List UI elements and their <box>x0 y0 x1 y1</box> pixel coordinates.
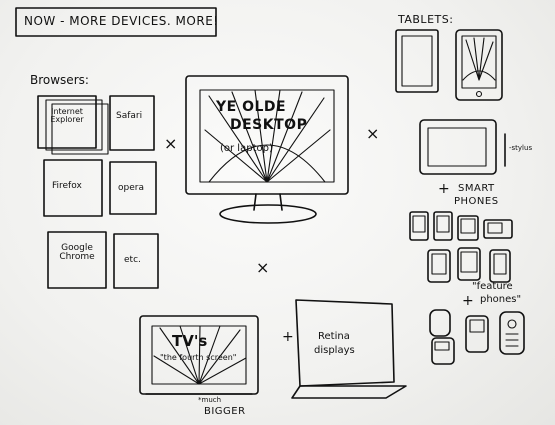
desktop-monitor <box>185 75 349 224</box>
smartphones-label-line1: SMART <box>458 183 495 194</box>
page-title: NOW - MORE DEVICES. MORE! <box>24 14 219 28</box>
tv-subtitle: "the fourth screen" <box>160 353 237 362</box>
ie-box-back1 <box>45 99 103 151</box>
plus-operator-3: + <box>462 293 474 309</box>
plus-operator-2: + <box>282 329 294 345</box>
ie-box-back2 <box>51 103 109 155</box>
tv-note-line2: BIGGER <box>204 406 246 417</box>
plus-operator-1: + <box>438 181 450 197</box>
tablets <box>395 29 506 175</box>
feature-phones-label-line2: phones" <box>480 294 522 305</box>
retina-label-line2: displays <box>314 345 355 356</box>
tablets-heading: TABLETS: <box>398 13 454 26</box>
retina-label-line1: Retina <box>318 331 350 342</box>
tablet-3 <box>419 119 497 175</box>
title-box <box>15 7 217 37</box>
tablet-2 <box>455 29 503 101</box>
laptop <box>291 299 407 399</box>
tv-title: TV's <box>172 332 208 350</box>
stylus-label: -stylus <box>509 144 533 152</box>
feature-phones <box>429 309 525 365</box>
chrome-box <box>47 231 107 289</box>
ie-box <box>37 95 97 149</box>
safari-box <box>109 95 155 151</box>
tablet-1 <box>395 29 439 93</box>
firefox-box <box>43 159 103 217</box>
browser-label-chrome: Google Chrome <box>59 243 95 263</box>
tv <box>139 315 259 395</box>
tv-note-line1: *much <box>198 396 222 404</box>
times-operator-3: × <box>256 258 270 277</box>
times-operator-2: × <box>366 124 380 143</box>
smartphones <box>409 211 513 283</box>
browser-boxes <box>37 95 159 289</box>
etc-box <box>113 233 159 289</box>
opera-box <box>109 161 157 215</box>
browser-label-firefox: Firefox <box>52 181 82 191</box>
feature-phones-label-line1: "feature <box>472 281 513 292</box>
smartphones-label-line2: PHONES <box>454 196 499 207</box>
browser-label-ie: Internet Explorer <box>50 107 84 125</box>
times-operator-1: × <box>164 134 178 153</box>
browser-label-safari: Safari <box>116 111 143 121</box>
browser-label-etc: etc. <box>124 255 141 265</box>
desktop-note: (or laptop) <box>220 143 273 154</box>
desktop-label-line1: YE OLDE <box>216 99 287 115</box>
browser-label-opera: opera <box>118 183 144 193</box>
desktop-label-line2: DESKTOP <box>230 117 308 133</box>
browsers-heading: Browsers: <box>30 73 89 87</box>
